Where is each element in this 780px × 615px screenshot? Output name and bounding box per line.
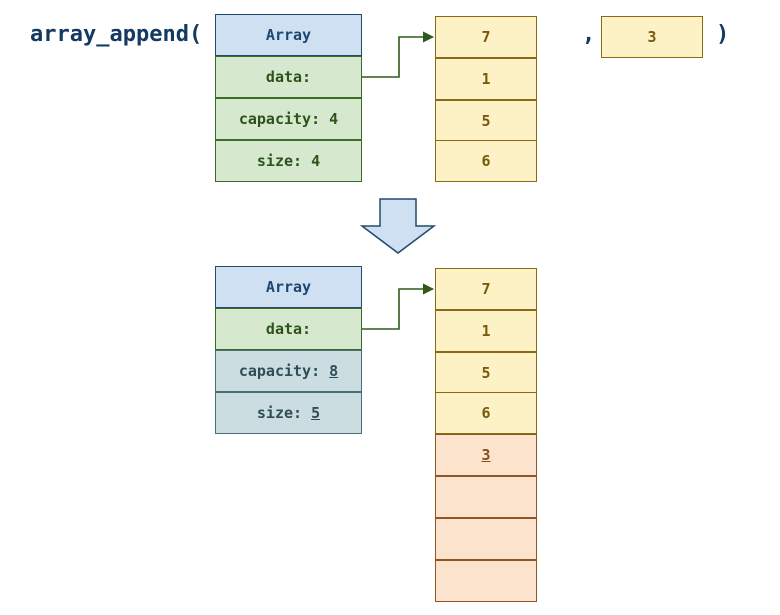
after-capacity-label: capacity: bbox=[238, 362, 321, 380]
before-size-value: 4 bbox=[311, 152, 321, 170]
before-struct-header: Array bbox=[215, 14, 362, 56]
after-capacity-field: capacity: 8 bbox=[215, 350, 362, 392]
after-buffer-empty-slot bbox=[435, 518, 537, 560]
after-buffer-cell-1: 1 bbox=[435, 310, 537, 352]
before-capacity-field: capacity: 4 bbox=[215, 98, 362, 140]
before-struct-header-label: Array bbox=[265, 26, 312, 44]
after-buffer-value-3: 6 bbox=[481, 404, 491, 422]
after-buffer-value-0: 7 bbox=[481, 280, 491, 298]
close-paren: ) bbox=[716, 22, 730, 47]
append-argument-value: 3 bbox=[647, 28, 657, 46]
append-argument-box: 3 bbox=[601, 16, 703, 58]
after-size-value: 5 bbox=[311, 404, 321, 422]
before-buffer-value-1: 1 bbox=[481, 70, 491, 88]
after-buffer-empty-slot bbox=[435, 560, 537, 602]
before-capacity-label: capacity: bbox=[238, 110, 321, 128]
after-buffer-appended-value: 3 bbox=[481, 446, 491, 464]
after-buffer-value-1: 1 bbox=[481, 322, 491, 340]
before-data-label: data: bbox=[265, 68, 312, 86]
before-capacity-value: 4 bbox=[329, 110, 339, 128]
after-buffer-empty-slot bbox=[435, 476, 537, 518]
function-name: array_append( bbox=[30, 22, 203, 47]
after-buffer-cell-0: 7 bbox=[435, 268, 537, 310]
before-buffer-cell-2: 5 bbox=[435, 100, 537, 142]
after-data-pointer bbox=[362, 283, 435, 330]
after-buffer-cell-appended: 3 bbox=[435, 434, 537, 476]
after-data-field: data: bbox=[215, 308, 362, 350]
before-data-pointer bbox=[362, 31, 435, 78]
after-buffer-value-2: 5 bbox=[481, 364, 491, 382]
before-buffer-value-2: 5 bbox=[481, 112, 491, 130]
after-size-label: size: bbox=[256, 404, 303, 422]
before-buffer-cell-0: 7 bbox=[435, 16, 537, 58]
after-buffer-cell-3: 6 bbox=[435, 392, 537, 434]
after-capacity-value: 8 bbox=[329, 362, 339, 380]
before-buffer-cell-1: 1 bbox=[435, 58, 537, 100]
argument-separator: , bbox=[582, 22, 596, 47]
before-buffer-cell-3: 6 bbox=[435, 140, 537, 182]
after-struct-header: Array bbox=[215, 266, 362, 308]
before-buffer-value-0: 7 bbox=[481, 28, 491, 46]
after-data-label: data: bbox=[265, 320, 312, 338]
before-size-label: size: bbox=[256, 152, 303, 170]
after-struct-header-label: Array bbox=[265, 278, 312, 296]
before-size-field: size: 4 bbox=[215, 140, 362, 182]
transition-down-arrow bbox=[359, 198, 437, 254]
after-size-field: size: 5 bbox=[215, 392, 362, 434]
before-buffer-value-3: 6 bbox=[481, 152, 491, 170]
before-data-field: data: bbox=[215, 56, 362, 98]
